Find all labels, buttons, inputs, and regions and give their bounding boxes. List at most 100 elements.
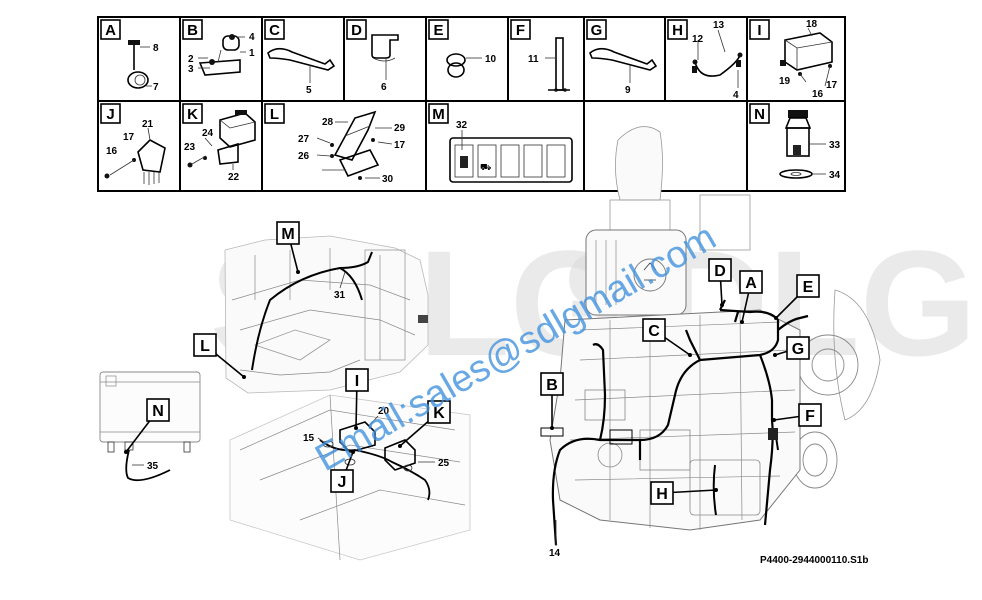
panel-letter-box: I — [749, 19, 770, 40]
panel-letter: M — [432, 106, 445, 123]
panel-letter: B — [187, 22, 198, 39]
panel-letters: A B C D E F G H I J K L M N — [100, 19, 770, 124]
panel-letter-box: G — [586, 19, 607, 40]
panel-a-drawing: 8 7 — [127, 40, 159, 93]
panel-letter: J — [106, 106, 114, 123]
callout-box — [650, 481, 674, 505]
panel-letter-box: K — [182, 103, 203, 124]
callout-box — [427, 400, 451, 424]
callout-leader-tip — [774, 316, 778, 320]
panel-b-part-2: 1 — [249, 48, 255, 59]
panel-g-part-1: 9 — [625, 85, 631, 96]
panel-h-part-3: 4 — [733, 90, 739, 101]
callout-letter: F — [805, 408, 815, 425]
callout-letter: M — [281, 226, 294, 243]
callout-leader-tip — [740, 320, 744, 324]
callout-leader-tip — [772, 418, 776, 422]
panel-letter-box: C — [264, 19, 285, 40]
drawing-reference: P4400-2944000110.S1b — [760, 555, 868, 566]
panel-letter: G — [591, 22, 603, 39]
callout-box — [146, 398, 170, 422]
callout-frame: I — [345, 368, 369, 430]
panel-k-part-1: 24 — [202, 128, 214, 139]
callout-engine: B — [540, 372, 564, 430]
panel-h-part-2: 12 — [692, 34, 704, 45]
panel-f-part-1: 11 — [528, 54, 539, 65]
panel-l-part-5: 26 — [298, 151, 310, 162]
callout-leader-tip — [550, 426, 554, 430]
callout-letter: E — [803, 279, 814, 296]
engine-view: 14 — [540, 126, 881, 559]
callout-letter: B — [546, 377, 558, 394]
callout-leader-tip — [714, 488, 718, 492]
panel-g-drawing: 9 — [589, 47, 658, 96]
callout-frame: J — [330, 450, 355, 493]
callout-letter: H — [656, 486, 668, 503]
panel-k-part-2: 23 — [184, 142, 196, 153]
callout-letter: J — [338, 474, 347, 491]
panel-letter-box: D — [346, 19, 367, 40]
callout-box: N — [124, 398, 170, 454]
callout-box — [798, 403, 822, 427]
callout-letter: D — [714, 263, 726, 280]
panel-a-part-2: 7 — [153, 82, 159, 93]
panel-j-part-1: 21 — [142, 119, 154, 130]
frame-part-1: 20 — [378, 406, 390, 417]
callout-box — [739, 270, 763, 294]
engine-part-label: 14 — [549, 548, 561, 559]
callout-leader-tip — [296, 270, 300, 274]
panel-letter: E — [433, 22, 443, 39]
callout-leader-tip — [773, 353, 777, 357]
panel-letter: H — [672, 22, 683, 39]
callout-frame: K — [398, 400, 451, 448]
panel-letter-box: H — [667, 19, 688, 40]
cab-part-label: 31 — [334, 290, 346, 301]
callout-box — [540, 372, 564, 396]
cab-view: 31 — [224, 235, 429, 394]
panel-letter: N — [754, 106, 765, 123]
panel-letter: I — [757, 22, 761, 39]
callout-letter: L — [200, 338, 210, 355]
callout-box — [786, 336, 810, 360]
panel-i-part-3: 17 — [826, 80, 838, 91]
detail-panels-grid — [97, 16, 846, 192]
panel-n-part-2: 34 — [829, 170, 841, 181]
panel-i-part-4: 16 — [812, 89, 824, 100]
callout-engine: D — [708, 258, 732, 307]
callout-box — [276, 221, 300, 245]
frame-part-2: 15 — [303, 433, 315, 444]
callout-cab: L — [193, 333, 246, 379]
panel-l-part-3: 27 — [298, 134, 310, 145]
panel-k-part-3: 22 — [228, 172, 240, 183]
panel-i-part-1: 18 — [806, 19, 818, 30]
control-box-view: 35 — [99, 371, 201, 482]
panel-letter-box: A — [100, 19, 121, 40]
panel-letter: A — [105, 22, 116, 39]
panel-i-part-2: 19 — [779, 76, 791, 87]
panel-j-part-3: 16 — [106, 146, 118, 157]
callout-engine: C — [642, 318, 692, 357]
panel-d-drawing: 6 — [371, 34, 399, 93]
callout-leader-tip — [354, 426, 358, 430]
callout-letter: A — [745, 275, 757, 292]
panel-l-part-2: 29 — [394, 123, 406, 134]
panel-letter: C — [269, 22, 280, 39]
frame-part-3: 25 — [438, 458, 450, 469]
callout-engine: H — [650, 481, 718, 505]
callout-box — [642, 318, 666, 342]
panel-letter: D — [351, 22, 362, 39]
panel-l-part-4: 17 — [394, 140, 406, 151]
callout-engine: A — [739, 270, 763, 324]
callout-leader-tip — [351, 450, 355, 454]
panel-h-part-1: 13 — [713, 20, 725, 31]
panel-letter-box: J — [100, 103, 121, 124]
panel-letter-box: F — [510, 19, 531, 40]
panel-b-drawing: 4 1 2 3 — [188, 32, 255, 76]
svg-text:⛟: ⛟ — [480, 163, 491, 173]
panel-letter-box: L — [264, 103, 285, 124]
callout-box — [708, 258, 732, 282]
callout-letter: I — [355, 373, 359, 390]
panel-e-part-1: 10 — [485, 54, 497, 65]
panel-c-part-1: 5 — [306, 85, 312, 96]
